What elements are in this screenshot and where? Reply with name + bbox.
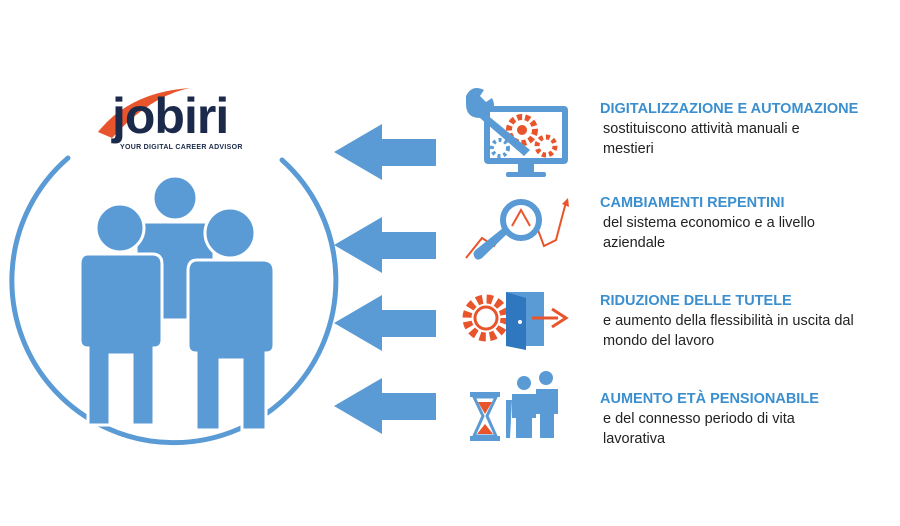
factor-title: DIGITALIZZAZIONE E AUTOMAZIONE — [600, 101, 859, 117]
people-circle-arc — [9, 155, 339, 446]
factor-item-4: AUMENTO ETÀ PENSIONABILE e del connesso … — [600, 391, 890, 449]
wrench-gears-monitor-icon — [466, 88, 568, 177]
factor-description: e del connesso periodo di vita lavorativ… — [603, 411, 795, 447]
factor-title: AUMENTO ETÀ PENSIONABILE — [600, 391, 819, 407]
logo-wordmark: jobiri — [112, 88, 229, 144]
arrow-4 — [334, 378, 436, 434]
factor-title: RIDUZIONE DELLE TUTELE — [600, 293, 792, 309]
factor-description: e aumento della flessibilità in uscita d… — [603, 313, 854, 349]
factor-title: CAMBIAMENTI REPENTINI — [600, 195, 785, 211]
arrows — [334, 124, 436, 434]
magnifier-trend-icon — [465, 198, 569, 260]
factor-item-3: RIDUZIONE DELLE TUTELE e aumento della f… — [600, 293, 890, 351]
arrow-2 — [334, 217, 436, 273]
factor-item-2: CAMBIAMENTI REPENTINI del sistema econom… — [600, 195, 890, 253]
logo-swoosh — [98, 88, 190, 138]
jobiri-logo: jobiri YOUR DIGITAL CAREER ADVISOR — [92, 86, 262, 158]
factor-item-1: DIGITALIZZAZIONE E AUTOMAZIONE sostituis… — [600, 101, 890, 159]
people-group-icon — [78, 174, 276, 432]
arrow-1 — [334, 124, 436, 180]
factor-description: sostituiscono attività manuali e mestier… — [603, 121, 800, 157]
hourglass-elderly-couple-icon — [470, 371, 558, 441]
logo-tagline: YOUR DIGITAL CAREER ADVISOR — [120, 144, 243, 151]
factor-description: del sistema economico e a livello aziend… — [603, 215, 815, 251]
gear-exit-door-icon — [462, 292, 569, 350]
arrow-3 — [334, 295, 436, 351]
